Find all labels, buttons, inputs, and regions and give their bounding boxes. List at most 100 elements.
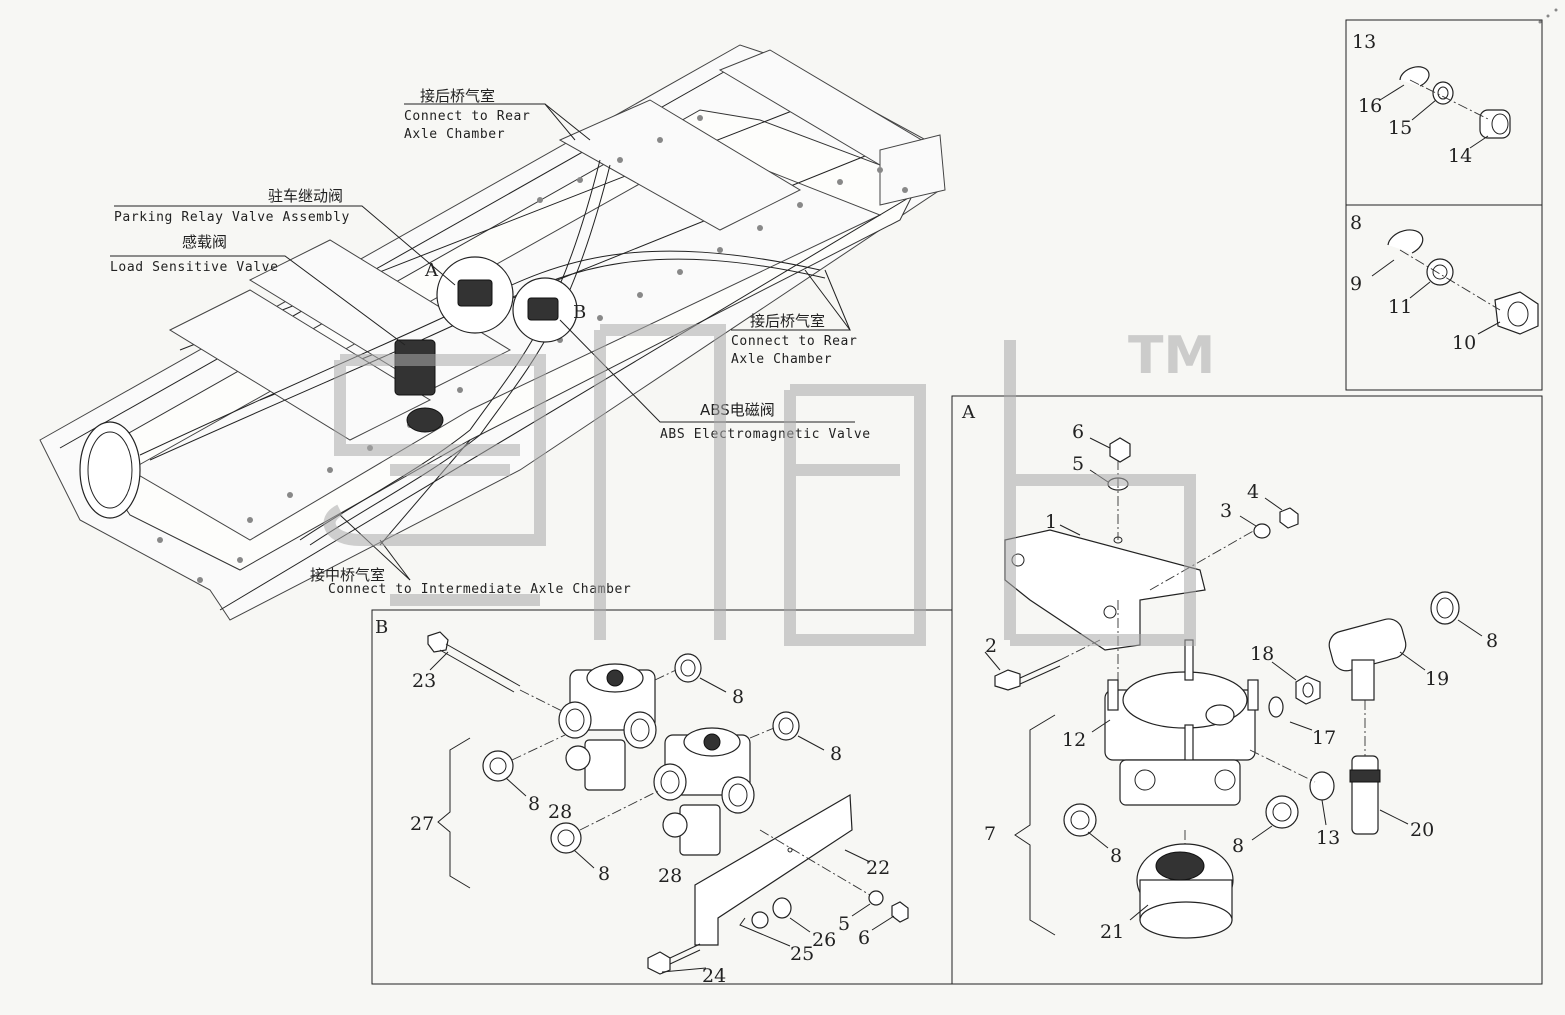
label-25: 25 [790,943,814,965]
box-13-tag: 13 [1352,31,1376,53]
nut-26 [772,897,792,919]
label-6: 6 [1072,421,1084,443]
box-b-tag: B [375,617,388,638]
label-5-b: 5 [838,913,850,935]
callout-parking-relay: 驻车继动阀 Parking Relay Valve Assembly [114,187,456,286]
callout-rear-axle-mid: 接后桥气室 Connect to Rear Axle Chamber [731,269,857,367]
fitting-8-a [1430,591,1460,625]
detail-box-8: 8 9 11 10 [1345,204,1543,391]
callout-en: ABS Electromagnetic Valve [660,427,871,442]
callout-cn: ABS电磁阀 [700,401,775,419]
fitting-8-b2 [772,711,800,741]
label-8-c: 8 [1232,835,1244,857]
fitting-8-b4 [550,822,582,854]
nut-4 [1279,507,1299,529]
abs-valve-28-a [558,663,657,791]
label-27: 27 [410,813,434,835]
fitting-14 [1479,109,1511,139]
plug-13 [1309,771,1335,801]
label-3: 3 [1220,500,1232,522]
callout-en-line2: Axle Chamber [404,127,505,142]
label-7: 7 [984,823,996,845]
o-ring-17 [1268,696,1284,718]
watermark-tm: TM [1128,326,1215,386]
watermark-logo: TM [323,324,1215,646]
label-12: 12 [1062,729,1086,751]
retaining-clip-9 [1387,229,1424,254]
label-11: 11 [1388,296,1412,318]
fitting-8-b [1063,803,1097,837]
callout-load-sensing: 感载阀 Load Sensitive Valve [110,233,406,346]
callout-en-line1: Connect to Rear [731,334,857,349]
fitting-8-b1 [674,653,702,683]
callout-en-line2: Axle Chamber [731,352,832,367]
label-8-b: 8 [1110,845,1122,867]
label-10: 10 [1452,332,1476,354]
callout-en: Connect to Intermediate Axle Chamber [328,582,631,597]
label-22: 22 [866,857,890,879]
label-8-3: 8 [528,793,540,815]
callout-en: Parking Relay Valve Assembly [114,210,350,225]
box-8-tag: 8 [1350,212,1362,234]
callout-intermediate-axle: 接中桥气室 Connect to Intermediate Axle Chamb… [310,514,631,597]
fitting-8-c [1265,795,1299,829]
label-1: 1 [1045,511,1057,533]
label-13: 13 [1316,827,1340,849]
label-8-a: 8 [1486,630,1498,652]
label-14: 14 [1448,145,1472,167]
label-16: 16 [1358,95,1382,117]
nut-6-b [891,901,909,923]
label-9: 9 [1350,273,1362,295]
chassis-frame: A B [39,44,946,621]
label-15: 15 [1388,117,1412,139]
label-19: 19 [1425,668,1449,690]
fitting-8-b3 [482,750,514,782]
label-2: 2 [985,635,997,657]
label-5: 5 [1072,453,1084,475]
label-21: 21 [1100,921,1124,943]
seal-ring-11 [1426,258,1454,286]
washer-3 [1253,523,1271,539]
label-26: 26 [812,929,836,951]
corner-marks [1538,8,1558,24]
callout-en-line1: Connect to Rear [404,109,530,124]
retaining-clip-16 [1399,66,1430,87]
bracket-1 [1004,529,1206,651]
label-18: 18 [1250,643,1274,665]
box-a-tag: A [961,402,976,423]
detail-box-13: 13 16 15 14 [1345,19,1543,206]
label-17: 17 [1312,727,1336,749]
callout-cn: 接后桥气室 [750,312,825,330]
fitting-10 [1494,291,1539,335]
abs-valve-28-b [653,727,755,856]
label-28-b: 28 [658,865,682,887]
seal-ring-15 [1432,81,1454,105]
label-8-1: 8 [732,686,744,708]
bolt-23 [427,631,449,653]
callout-cn: 感载阀 [182,233,227,251]
sensor-20 [1351,755,1379,835]
label-6-b: 6 [858,927,870,949]
callout-cn: 驻车继动阀 [268,187,343,205]
washer-5-b [868,890,884,906]
washer-25 [751,911,769,929]
label-8-4: 8 [598,863,610,885]
frame-marker-b: B [573,302,586,323]
label-23: 23 [412,670,436,692]
detail-box-b: B [371,609,953,987]
nut-6 [1109,437,1131,463]
bolt-24 [647,951,671,975]
callout-cn: 接后桥气室 [420,87,495,105]
callout-en: Load Sensitive Valve [110,260,279,275]
label-8-2: 8 [830,743,842,765]
frame-marker-a: A [424,260,439,281]
label-20: 20 [1410,819,1434,841]
load-sensing-valve [394,339,436,396]
label-24: 24 [702,965,726,987]
detail-box-a: A [951,395,1543,985]
bolt-2 [994,669,1021,691]
fitting-18 [1295,675,1321,705]
label-4: 4 [1247,481,1259,503]
